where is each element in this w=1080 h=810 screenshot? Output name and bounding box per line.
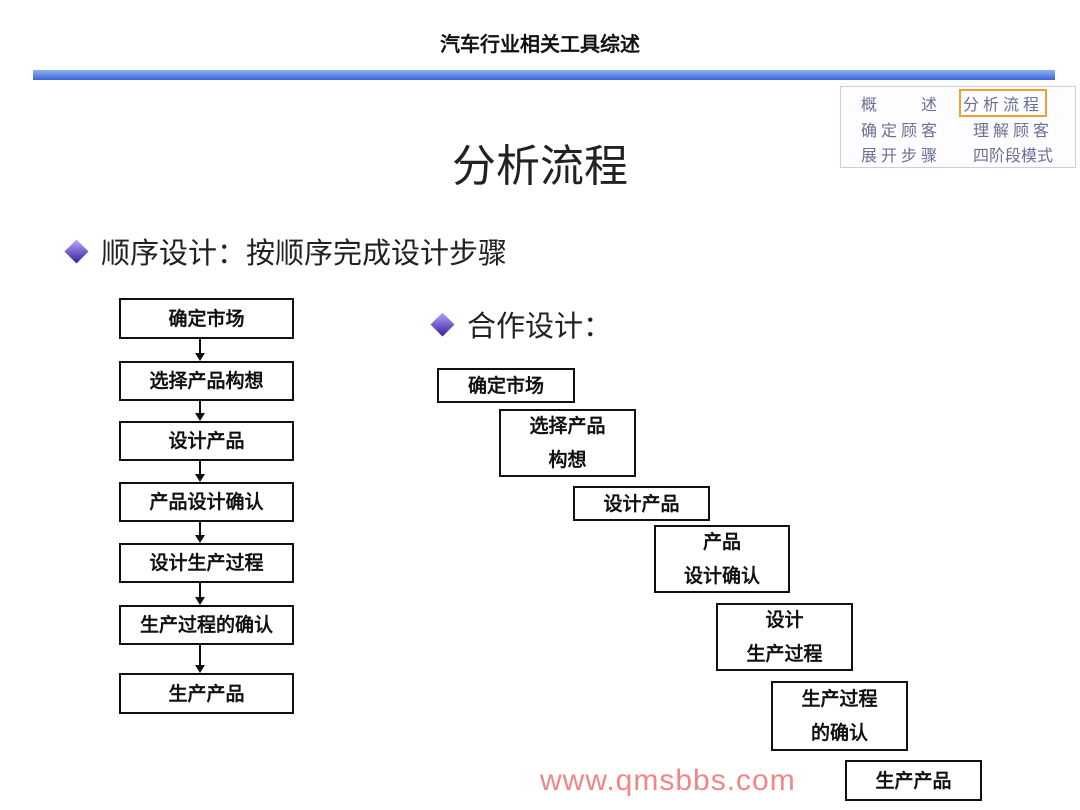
seq-step-box: 选择产品构想 (119, 361, 294, 401)
sequential-bullet: 顺序设计：按顺序完成设计步骤 (62, 230, 507, 272)
seq-step-box: 设计生产过程 (119, 543, 294, 583)
nav-item-analysis-flow[interactable]: 分析流程 (959, 89, 1048, 117)
con-step-box: 设计产品 (573, 486, 710, 521)
arrow-down-icon (195, 583, 205, 605)
nav-item-four-stage[interactable]: 四阶段模式 (973, 146, 1054, 165)
con-step-box: 产品 设计确认 (654, 525, 790, 593)
nav-item-expand-steps[interactable]: 展开步骤 (861, 146, 942, 165)
arrow-down-icon (195, 401, 205, 421)
watermark: www.qmsbbs.com (540, 764, 796, 797)
seq-step-box: 产品设计确认 (119, 482, 294, 522)
header-divider (33, 70, 1055, 80)
arrow-down-icon (195, 522, 205, 543)
arrow-down-icon (195, 461, 205, 482)
section-nav: 概 述 分析流程 确定顾客 理解顾客 展开步骤 四阶段模式 (840, 86, 1076, 168)
seq-step-box: 生产过程的确认 (119, 605, 294, 645)
nav-item-identify-customer[interactable]: 确定顾客 (861, 121, 942, 140)
nav-item-overview[interactable]: 概 述 (861, 95, 942, 114)
sequential-label: 顺序设计：按顺序完成设计步骤 (101, 236, 508, 270)
arrow-down-icon (195, 339, 205, 361)
concurrent-bullet: 合作设计： (428, 303, 612, 345)
seq-step-box: 设计产品 (119, 421, 294, 461)
diamond-bullet-icon (430, 311, 455, 337)
document-title: 汽车行业相关工具综述 (440, 32, 640, 56)
con-step-box: 生产产品 (845, 760, 982, 801)
con-step-box: 确定市场 (437, 368, 575, 403)
seq-step-box: 确定市场 (119, 298, 294, 339)
con-step-box: 选择产品 构想 (499, 409, 636, 477)
arrow-down-icon (195, 645, 205, 673)
concurrent-label: 合作设计： (467, 309, 613, 343)
page-heading: 分析流程 (452, 141, 628, 192)
diamond-bullet-icon (64, 238, 89, 264)
con-step-box: 生产过程 的确认 (771, 681, 908, 751)
seq-step-box: 生产产品 (119, 673, 294, 714)
con-step-box: 设计 生产过程 (716, 603, 853, 671)
nav-item-understand-customer[interactable]: 理解顾客 (973, 121, 1054, 140)
